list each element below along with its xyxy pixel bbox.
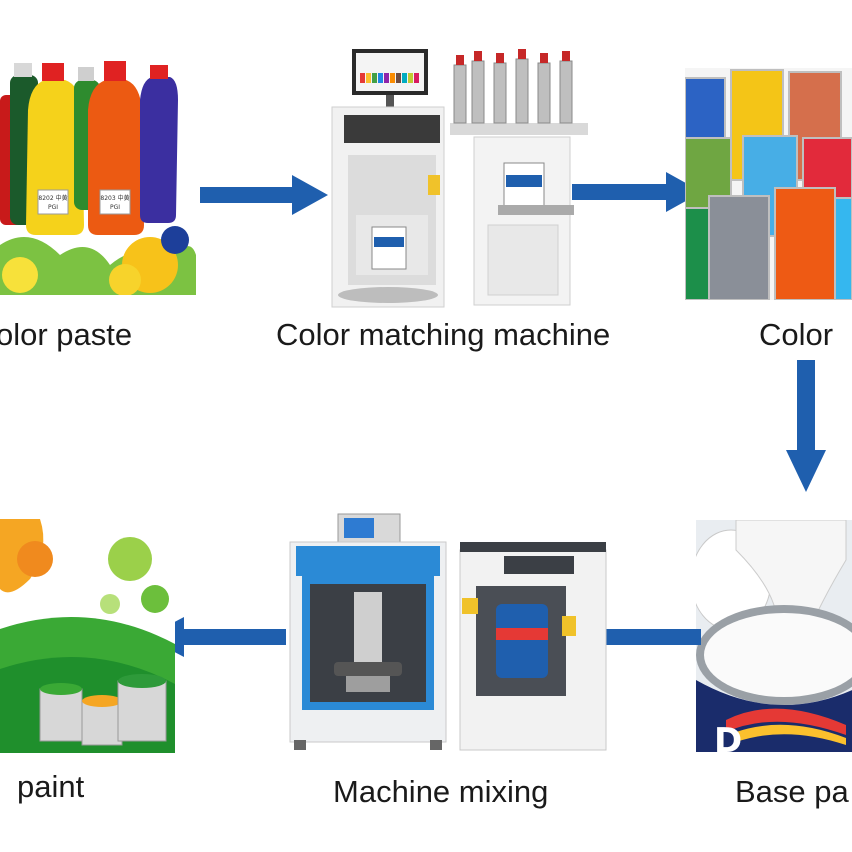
svg-text:D: D [714, 721, 742, 752]
step-label-color-matching-machine: Color matching machine [276, 317, 611, 352]
color-paste-image: 8202 中黄 PGI 8203 中黄 PGI [0, 55, 196, 295]
svg-text:PGI: PGI [110, 204, 120, 211]
step-label-machine-mixing: Machine mixing [333, 774, 549, 809]
step-label-base-paint: Base pa [735, 774, 849, 809]
color-cups-image [685, 68, 852, 300]
arrow-left-2 [146, 617, 286, 657]
paint-image [0, 519, 175, 753]
step-label-color: Color [759, 317, 834, 352]
color-matching-machine-image [328, 45, 590, 310]
step-label-color-paste: olor paste [0, 317, 133, 352]
machine-mixing-image [284, 512, 610, 752]
svg-text:8202 中黄: 8202 中黄 [38, 194, 67, 202]
step-label-paint: paint [17, 769, 85, 804]
arrow-down [786, 360, 826, 494]
base-paint-image: D [696, 520, 852, 752]
svg-text:PGI: PGI [48, 204, 58, 211]
arrow-right-1 [200, 175, 330, 215]
arrow-right-2 [572, 172, 704, 212]
svg-text:8203 中黄: 8203 中黄 [100, 194, 129, 202]
